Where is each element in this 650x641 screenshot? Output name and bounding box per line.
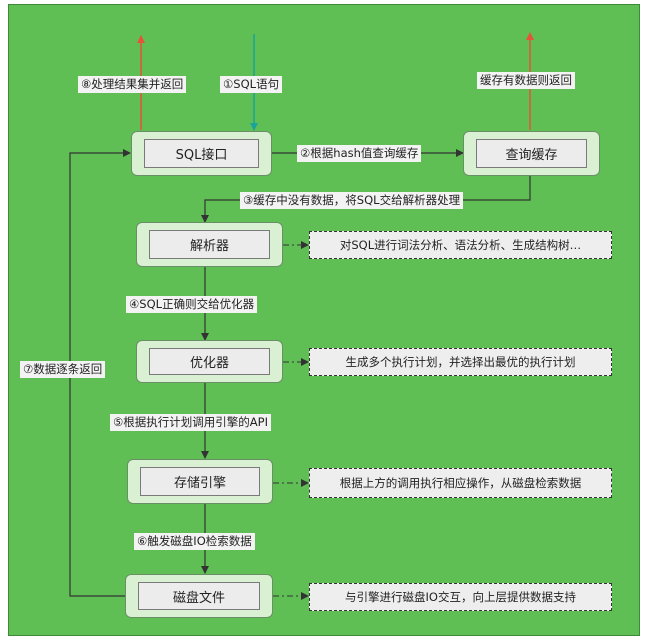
storage-engine-box: 存储引擎	[127, 459, 273, 504]
parser-label: 解析器	[149, 230, 270, 259]
optimizer-note: 生成多个执行计划，并选择出最优的执行计划	[309, 348, 612, 376]
step2-label: ②根据hash值查询缓存	[297, 145, 422, 162]
cache-return-label: 缓存有数据则返回	[477, 72, 575, 89]
sql-interface-box: SQL接口	[131, 131, 272, 176]
query-cache-box: 查询缓存	[463, 131, 600, 176]
disk-file-note: 与引擎进行磁盘IO交互，向上层提供数据支持	[309, 583, 612, 611]
query-cache-label: 查询缓存	[476, 139, 587, 168]
step8-label: ⑧处理结果集并返回	[78, 76, 187, 93]
step7-label: ⑦数据逐条返回	[20, 361, 106, 378]
optimizer-box: 优化器	[136, 340, 283, 383]
storage-engine-note: 根据上方的调用执行相应操作，从磁盘检索数据	[309, 468, 612, 498]
step4-label: ④SQL正确则交给优化器	[126, 296, 258, 313]
step5-label: ⑤根据执行计划调用引擎的API	[110, 414, 272, 431]
step1-label: ①SQL语句	[220, 76, 283, 93]
step3-label: ③缓存中没有数据，将SQL交给解析器处理	[240, 192, 464, 209]
optimizer-label: 优化器	[149, 348, 270, 375]
sql-interface-label: SQL接口	[144, 139, 259, 168]
disk-file-box: 磁盘文件	[125, 574, 273, 618]
step6-label: ⑥触发磁盘IO检索数据	[134, 533, 255, 550]
parser-box: 解析器	[136, 222, 283, 267]
diagram-background	[8, 4, 640, 636]
storage-engine-label: 存储引擎	[140, 467, 260, 496]
parser-note: 对SQL进行词法分析、语法分析、生成结构树…	[309, 231, 612, 259]
disk-file-label: 磁盘文件	[138, 582, 260, 610]
